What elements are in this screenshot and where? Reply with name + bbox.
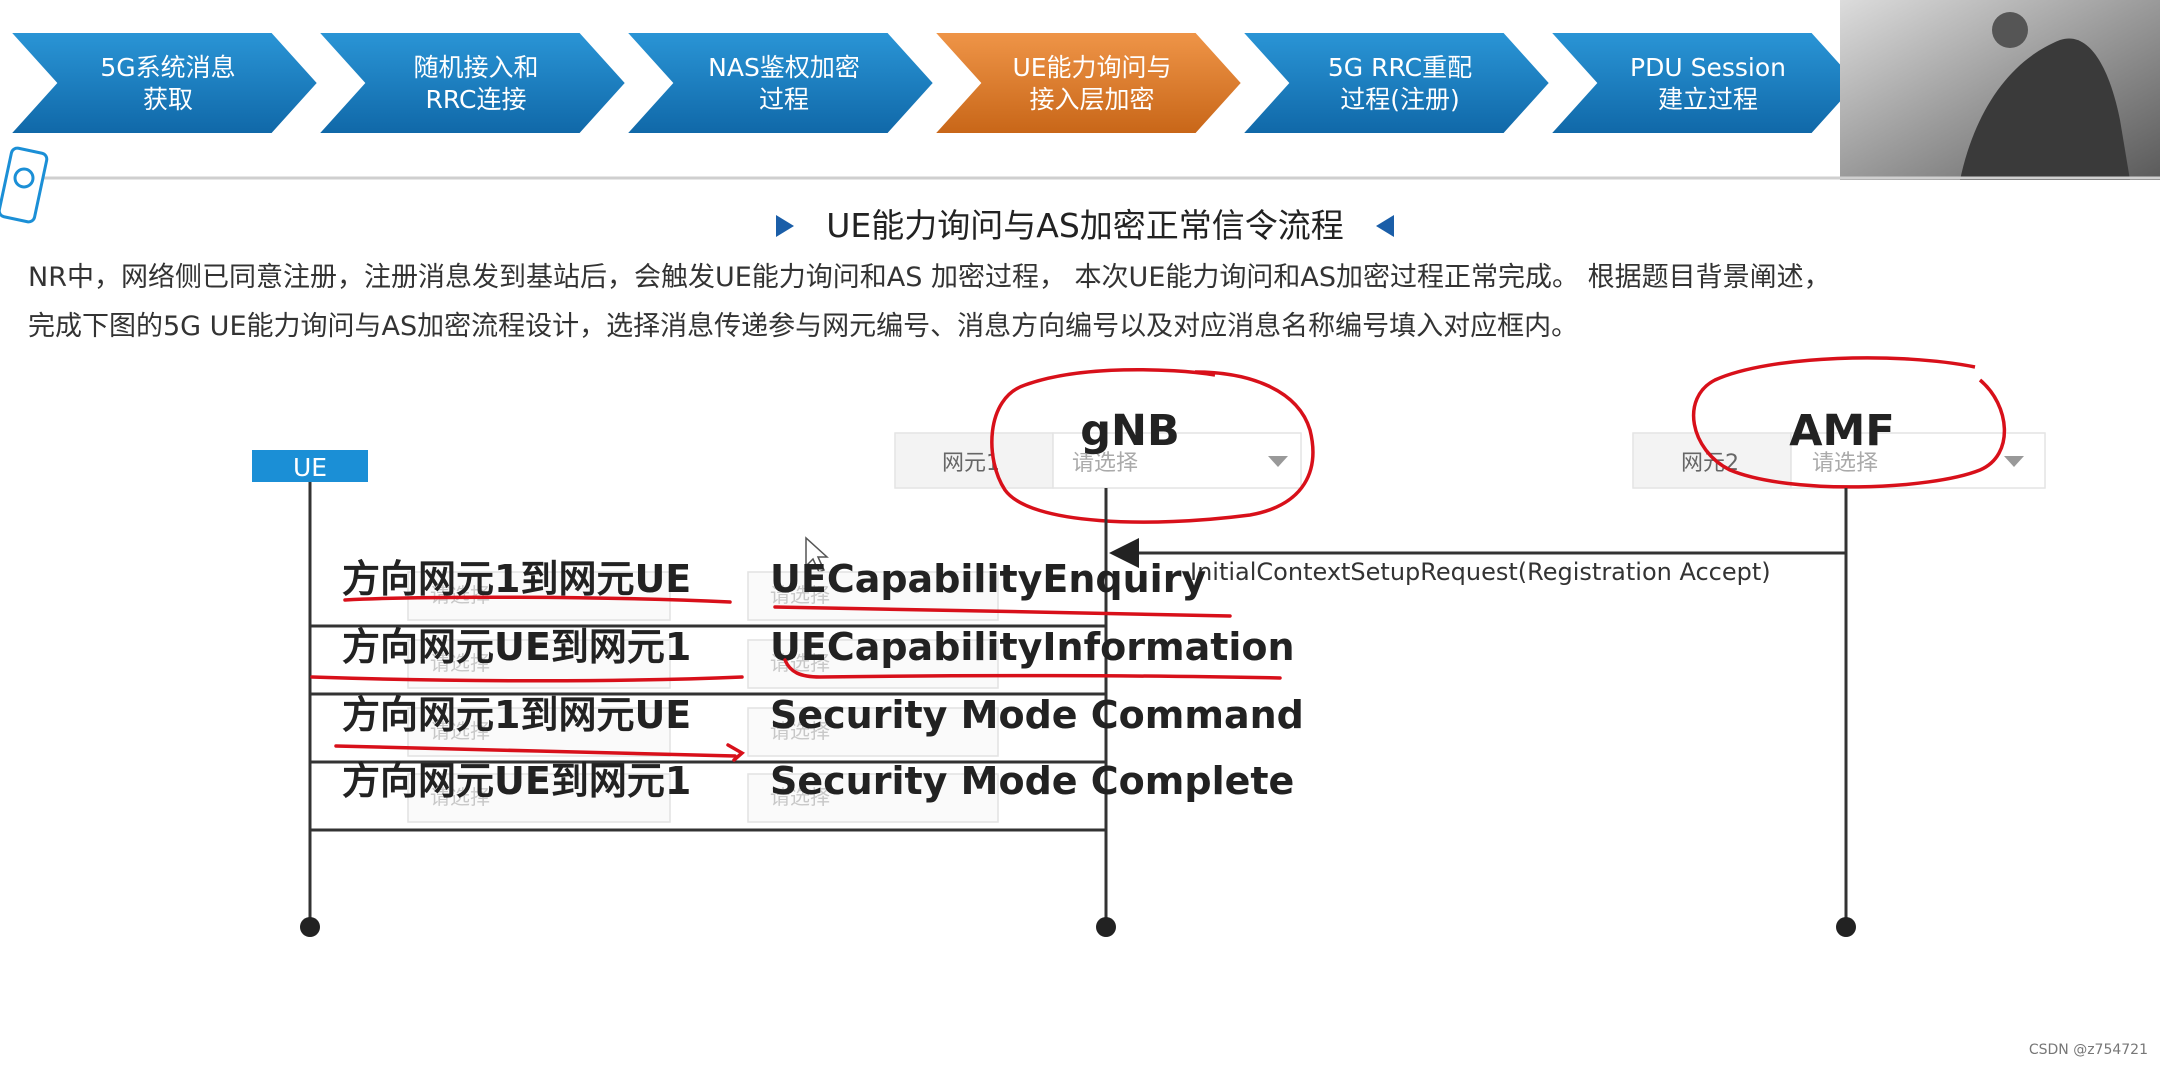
section-title: UE能力询问与AS加密正常信令流程: [776, 206, 1394, 245]
step-label-line1: UE能力询问与: [1012, 53, 1171, 82]
message-select[interactable]: [747, 773, 999, 823]
direction-answer: 方向网元1到网元UE: [342, 557, 691, 601]
description-line-2: 完成下图的5G UE能力询问与AS加密流程设计，选择消息传递参与网元编号、消息方…: [28, 311, 1578, 342]
direction-select-placeholder: 请选择: [430, 785, 490, 809]
message-answer: Security Mode Complete: [770, 759, 1294, 803]
step-label-line1: 5G系统消息: [100, 53, 235, 82]
direction-select-placeholder: 请选择: [430, 583, 490, 607]
process-steps: 5G系统消息获取随机接入和RRC连接NAS鉴权加密过程UE能力询问与接入层加密5…: [7, 31, 1860, 135]
chevron-down-icon: [2004, 456, 2024, 467]
message-select[interactable]: [747, 639, 999, 689]
ue-lifeline-end: [300, 917, 320, 937]
csdn-watermark: CSDN @z754721: [2029, 1042, 2148, 1058]
element1-placeholder: 请选择: [1072, 451, 1138, 476]
step-label-line1: NAS鉴权加密: [708, 53, 860, 82]
amf-lifeline-end: [1836, 917, 1856, 937]
direction-select-placeholder: 请选择: [430, 651, 490, 675]
description-line-1: NR中，网络侧已同意注册，注册消息发到基站后，会触发UE能力询问和AS 加密过程…: [28, 262, 1831, 293]
webcam-overlay: [1840, 0, 2160, 180]
step-6[interactable]: PDU Session 建立过程: [1547, 31, 1860, 135]
step-2[interactable]: 随机接入和 RRC连接: [315, 31, 628, 135]
direction-answer: 方向网元UE到网元1: [342, 759, 691, 803]
ue-label: UE: [293, 453, 327, 482]
message-select-placeholder: 请选择: [770, 583, 830, 607]
message-answer: UECapabilityInformation: [770, 625, 1295, 669]
message-select-placeholder: 请选择: [770, 651, 830, 675]
gnb-lifeline-end: [1096, 917, 1116, 937]
element2-placeholder: 请选择: [1812, 451, 1878, 476]
amf-handwritten-label: AMF: [1789, 406, 1894, 456]
step-label-line2: 过程(注册): [1340, 85, 1460, 114]
title-right-marker-icon: [1376, 215, 1394, 237]
element1-select[interactable]: 网元1 请选择: [894, 432, 1302, 489]
step-label-line1: PDU Session: [1630, 53, 1786, 82]
red-underline-annotations: [310, 595, 1282, 762]
element1-label: 网元1: [942, 451, 1000, 476]
message-select[interactable]: [747, 707, 999, 757]
ue-header-box: [252, 450, 368, 482]
step-label-line1: 随机接入和: [413, 53, 538, 82]
chevron-down-icon: [1268, 456, 1288, 467]
step-label-line2: 建立过程: [1658, 85, 1758, 114]
step-label-line1: 5G RRC重配: [1328, 53, 1472, 82]
phone-icon: [0, 146, 49, 224]
direction-answer: 方向网元1到网元UE: [342, 693, 691, 737]
step-label-line2: RRC连接: [426, 85, 527, 114]
section-title-text: UE能力询问与AS加密正常信令流程: [826, 206, 1344, 245]
amf-message-label: InitialContextSetupRequest(Registration …: [1190, 558, 1771, 586]
step-label-line2: 获取: [143, 85, 193, 114]
title-left-marker-icon: [776, 215, 794, 237]
message-select-placeholder: 请选择: [770, 719, 830, 743]
mouse-cursor-icon: [805, 536, 829, 573]
step-label-line2: 接入层加密: [1029, 85, 1154, 114]
direction-answer: 方向网元UE到网元1: [342, 625, 691, 669]
gnb-circle-annotation: [990, 367, 1315, 524]
message-answer: UECapabilityEnquiry: [770, 557, 1206, 601]
message-answer: Security Mode Command: [770, 693, 1304, 737]
gnb-handwritten-label: gNB: [1080, 406, 1180, 456]
message-select-placeholder: 请选择: [770, 785, 830, 809]
step-label-line2: 过程: [759, 85, 809, 114]
amf-circle-annotation: [1691, 356, 2007, 489]
direction-select[interactable]: [407, 773, 671, 823]
direction-select-placeholder: 请选择: [430, 719, 490, 743]
